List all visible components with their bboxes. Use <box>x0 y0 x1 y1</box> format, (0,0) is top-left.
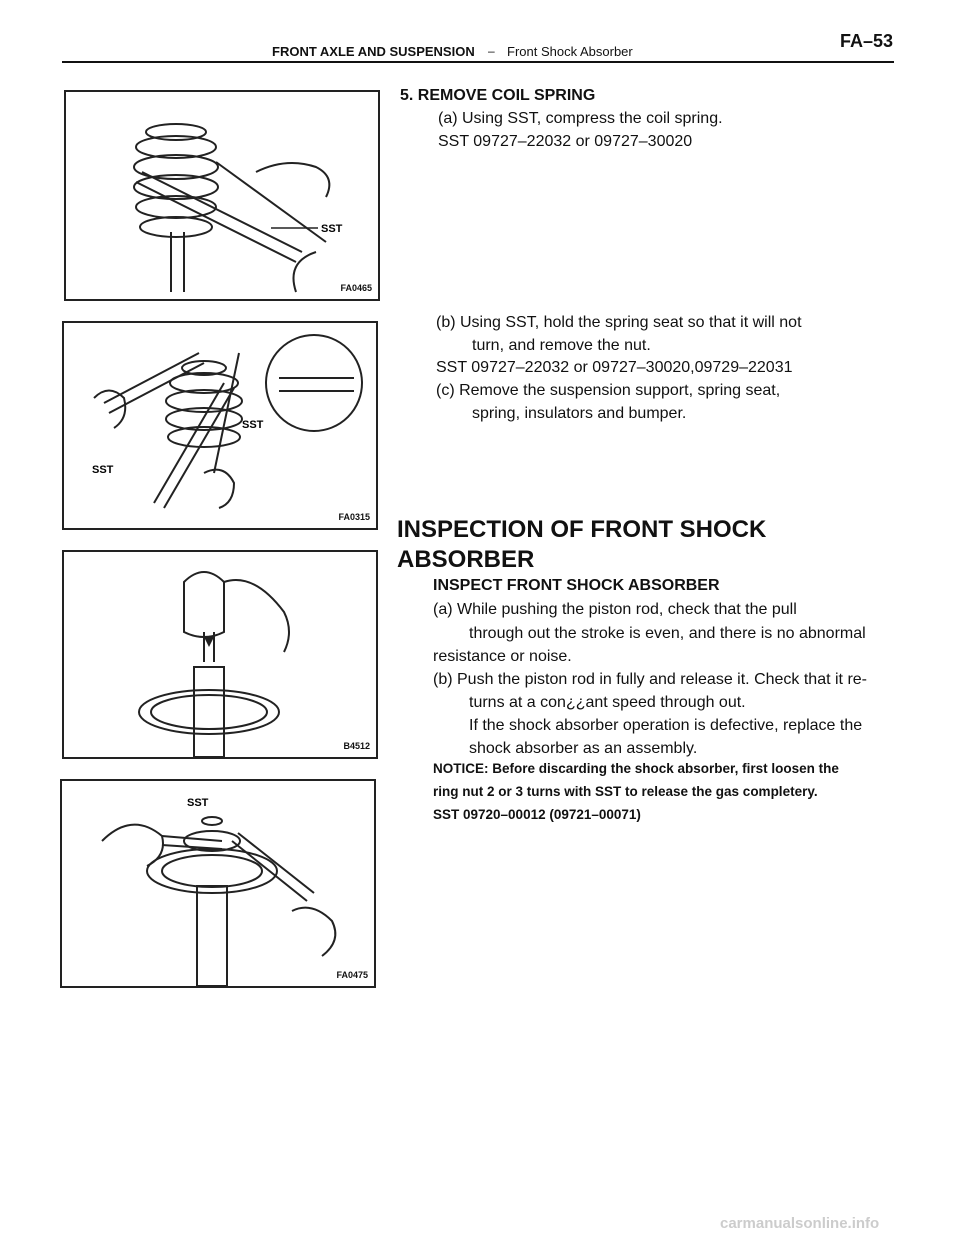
notice-line1: NOTICE: Before discarding the shock abso… <box>433 761 839 776</box>
figure2-sst-label-right: SST <box>242 419 264 431</box>
section-heading-line2: ABSORBER <box>397 546 535 573</box>
step5-b-line1: (b) Using SST, hold the spring seat so t… <box>436 314 802 331</box>
inspection-a-line1: (a) While pushing the piston rod, check … <box>433 601 797 618</box>
notice-line3: SST 09720–00012 (09721–00071) <box>433 807 641 822</box>
inspection-subheading: INSPECT FRONT SHOCK ABSORBER <box>433 577 720 594</box>
header-rule <box>62 61 894 63</box>
figure-code: FA0315 <box>338 512 370 522</box>
inspection-a-line2: through out the stroke is even, and ther… <box>469 625 866 642</box>
illustration-ring-nut-loosening: SST <box>101 797 337 986</box>
inspection-b-line3: If the shock absorber operation is defec… <box>469 717 863 734</box>
header-separator: – <box>488 44 495 58</box>
figure-hold-spring-seat: SST SST FA0315 <box>62 321 378 530</box>
figure-code: B4512 <box>343 741 370 751</box>
figure-code: FA0475 <box>336 970 368 980</box>
step5-b-line2: turn, and remove the nut. <box>472 337 651 354</box>
illustration-piston-rod-push <box>138 571 290 757</box>
inspection-a-line3: resistance or noise. <box>433 648 572 665</box>
figure2-sst-label-left: SST <box>92 464 114 476</box>
header-subsection-title: Front Shock Absorber <box>507 44 633 59</box>
step5-c-line2: spring, insulators and bumper. <box>472 405 687 422</box>
figure4-sst-label: SST <box>187 797 209 809</box>
inspection-b-line1: (b) Push the piston rod in fully and rel… <box>433 671 867 688</box>
header-section-title: FRONT AXLE AND SUSPENSION <box>272 44 475 59</box>
figure-compress-coil-spring: SST FA0465 <box>64 90 380 301</box>
watermark: carmanualsonline.info <box>720 1215 880 1232</box>
step5-a: (a) Using SST, compress the coil spring. <box>438 110 723 127</box>
illustration-spring-seat-holding: SST SST <box>92 334 363 509</box>
figure-loosen-ring-nut: SST FA0475 <box>60 779 376 988</box>
page-number: FA–53 <box>840 31 894 51</box>
figure-piston-rod-check: B4512 <box>62 550 378 759</box>
step5-a-sst: SST 09727–22032 or 09727–30020 <box>438 133 693 150</box>
illustration-spring-compressor: SST <box>133 123 343 293</box>
notice-line2: ring nut 2 or 3 turns with SST to releas… <box>433 784 818 799</box>
inspection-b-line2: turns at a con¿¿ant speed through out. <box>469 694 746 711</box>
step5-title: 5. REMOVE COIL SPRING <box>400 87 596 104</box>
step5-b-sst: SST 09727–22032 or 09727–30020,09729–220… <box>436 359 793 376</box>
section-heading-line1: INSPECTION OF FRONT SHOCK <box>397 516 767 543</box>
step5-c-line1: (c) Remove the suspension support, sprin… <box>436 382 781 399</box>
inspection-b-line4: shock absorber as an assembly. <box>469 740 698 757</box>
figure1-sst-label: SST <box>321 223 343 235</box>
figure-code: FA0465 <box>340 283 372 293</box>
